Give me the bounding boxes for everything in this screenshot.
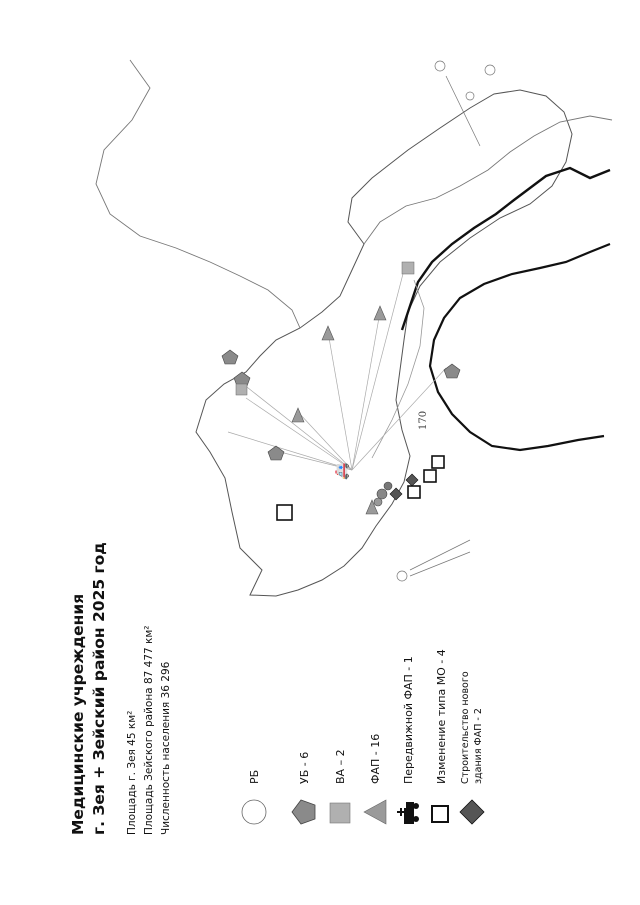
legend-item-rb: РБ: [240, 770, 268, 826]
population: Численность населения 36 296: [160, 661, 172, 835]
pentagon-icon: [291, 799, 316, 825]
legend-item-new: Строительство нового здания ФАП - 2: [458, 664, 486, 826]
state-border: [400, 166, 611, 331]
legend-item-va: ВА – 2: [328, 749, 352, 826]
legend-label: Строительство нового здания ФАП - 2: [460, 671, 484, 784]
new-building-marker: [389, 487, 403, 501]
change-type-marker: [423, 469, 437, 483]
fap-marker: [373, 305, 387, 321]
river: [371, 279, 425, 459]
legend-item-change: Изменение типа МО - 4: [430, 649, 452, 826]
title-line-2: г. Зея + Зейский район 2025 год: [90, 542, 108, 835]
stats: Площадь г. Зея 45 км² Площадь Зейского р…: [124, 35, 175, 835]
legend-label: РБ: [247, 769, 261, 784]
va-marker: [401, 261, 415, 275]
legend-label: ФАП - 16: [368, 733, 382, 784]
state-border-2: [428, 242, 611, 452]
square-icon: [329, 802, 351, 824]
fap-marker: [321, 325, 335, 341]
area-district: Площадь Зейского района 87 477 км²: [143, 625, 155, 835]
connection-lines: [227, 269, 447, 471]
legend-item-fap: ФАП - 16: [362, 734, 388, 826]
diamond-icon: [459, 799, 485, 825]
legend-item-mobile: Передвижной ФАП - 1: [396, 656, 420, 826]
legend-label: Передвижной ФАП - 1: [401, 656, 415, 784]
va-marker: [235, 383, 248, 396]
mobile-fap-marker: 🚑: [334, 463, 350, 480]
mobile-fap-icon: [397, 802, 419, 824]
ub-marker: [267, 445, 285, 461]
region-boundary: [95, 59, 613, 329]
legend-label: УБ - 6: [297, 751, 311, 784]
svg-text:🚑: 🚑: [334, 463, 350, 480]
change-type-marker: [407, 485, 421, 499]
info-block: Медицинские учреждения г. Зея + Зейский …: [68, 35, 488, 835]
map-markers: 🚑: [221, 261, 461, 521]
district-boundary: [195, 89, 573, 597]
title-line-1: Медицинские учреждения: [69, 593, 87, 835]
hollow-square-icon: [431, 805, 449, 823]
zeya-cluster: [373, 481, 393, 507]
legend-label: Изменение типа МО - 4: [434, 649, 448, 784]
fap-marker: [365, 499, 379, 515]
ub-marker: [221, 349, 239, 365]
circle-icon: [241, 799, 267, 825]
triangle-icon: [363, 799, 387, 825]
legend-label: ВА – 2: [333, 749, 347, 784]
new-building-marker: [405, 473, 419, 487]
page-title: Медицинские учреждения г. Зея + Зейский …: [68, 35, 110, 835]
area-city: Площадь г. Зея 45 км²: [126, 710, 138, 835]
fap-marker: [291, 407, 305, 423]
ub-marker: [443, 363, 461, 379]
legend-item-ub: УБ - 6: [290, 752, 318, 826]
change-type-marker: [431, 455, 445, 469]
compass-rose: [396, 60, 496, 582]
change-type-marker: [276, 504, 293, 521]
